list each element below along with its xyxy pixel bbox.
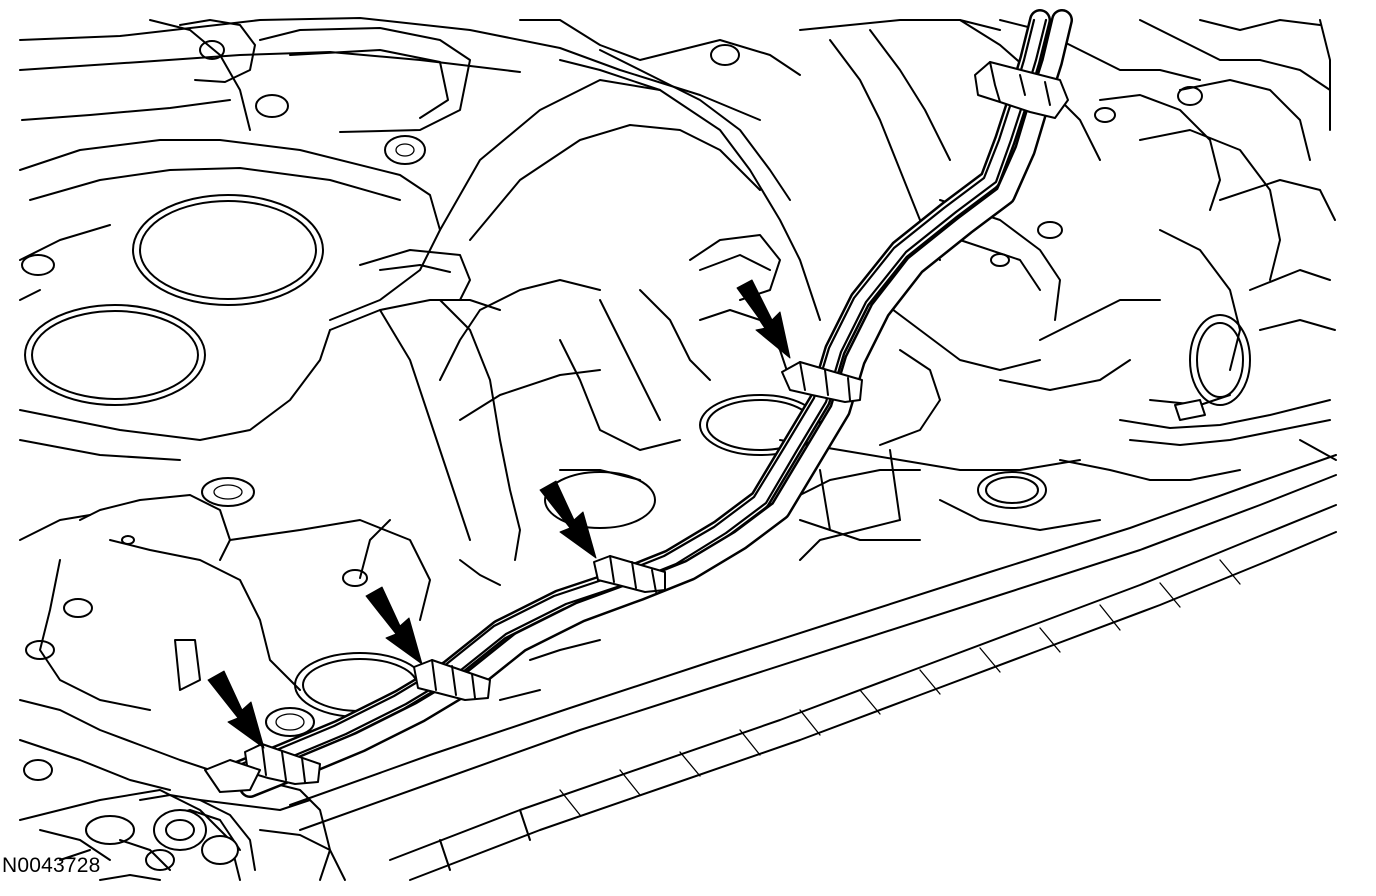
line-retaining-clip-1 xyxy=(781,361,863,403)
pointer-arrow-1 xyxy=(736,279,791,359)
line-retaining-clip-3 xyxy=(413,659,491,701)
rear-suspension-detail xyxy=(59,794,346,881)
underbody-panel xyxy=(19,17,1336,541)
line-retaining-clip-4 xyxy=(204,743,321,793)
pointer-arrow-3 xyxy=(365,586,423,665)
pointer-arrow-4 xyxy=(207,670,265,749)
pointer-arrow-2 xyxy=(539,480,597,559)
line-retaining-clip-top xyxy=(974,61,1069,119)
brake-fuel-line-bundle xyxy=(219,9,1073,798)
rocker-panel xyxy=(289,399,1337,881)
figure-id-label: N0043728 xyxy=(2,854,101,877)
fuel-tank xyxy=(19,299,521,881)
line-retaining-clip-2 xyxy=(593,555,666,593)
